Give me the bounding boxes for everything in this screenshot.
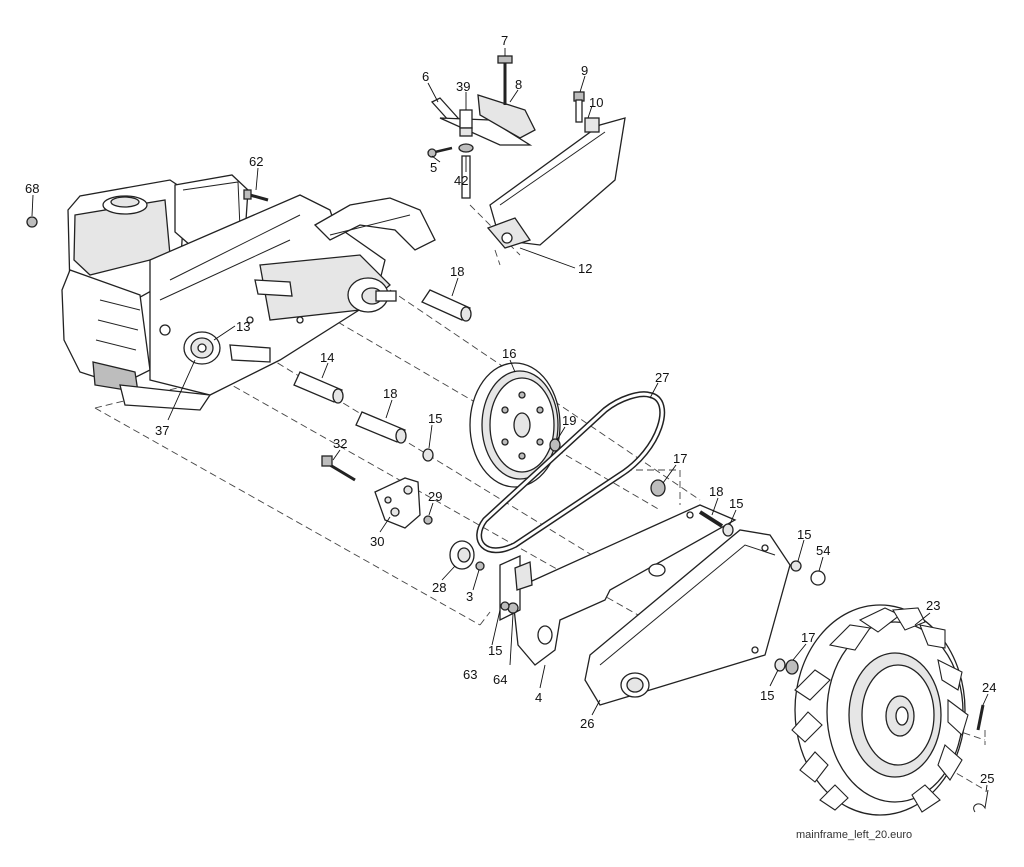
- callout-26: 26: [580, 716, 594, 731]
- callout-62: 62: [249, 154, 263, 169]
- callout-14: 14: [320, 350, 334, 365]
- washer-15-d: [790, 560, 802, 572]
- callout-4: 4: [535, 690, 542, 705]
- bolt-62: [243, 189, 269, 202]
- pin-24: [976, 704, 985, 731]
- callout-7: 7: [501, 33, 508, 48]
- callout-8: 8: [515, 77, 522, 92]
- callout-29: 29: [428, 489, 442, 504]
- callout-18-c: 18: [709, 484, 723, 499]
- washer-15-a: [422, 448, 434, 462]
- callout-37: 37: [155, 423, 169, 438]
- washer-15-b: [500, 601, 510, 611]
- idler-bolt-32: [321, 455, 356, 482]
- callout-30: 30: [370, 534, 384, 549]
- callout-16: 16: [502, 346, 516, 361]
- callout-18-a: 18: [450, 264, 464, 279]
- shaft-18-upper: [421, 289, 472, 322]
- callout-68: 68: [25, 181, 39, 196]
- pin-18-lower: [698, 510, 724, 528]
- callout-24: 24: [982, 680, 996, 695]
- callout-labels: 7 6 39 8 9 10 5 42 62 68 12 18 13 16 14 …: [25, 33, 996, 786]
- callout-63: 63: [463, 667, 477, 682]
- callout-15-d: 15: [488, 643, 502, 658]
- callout-15-b: 15: [729, 496, 743, 511]
- depth-bar-bracket: [427, 55, 536, 199]
- nut-17-b: [785, 659, 799, 675]
- callout-17-a: 17: [673, 451, 687, 466]
- belt-guard-plate-4: [511, 504, 737, 666]
- callout-10: 10: [589, 95, 603, 110]
- idler-arm-30: [374, 477, 421, 529]
- callout-17-b: 17: [801, 630, 815, 645]
- nut-29: [423, 515, 433, 525]
- callout-32: 32: [333, 436, 347, 451]
- callout-25: 25: [980, 771, 994, 786]
- washer-15-c: [722, 523, 734, 537]
- nut-68: [26, 216, 38, 228]
- shaft-14: [293, 371, 344, 404]
- shaft-18-middle: [355, 411, 407, 444]
- callout-28: 28: [432, 580, 446, 595]
- idler-pulley-28: [449, 540, 475, 570]
- tire-wheel-23: [791, 604, 969, 816]
- callout-54: 54: [816, 543, 830, 558]
- callout-18-b: 18: [383, 386, 397, 401]
- bolt-64: [507, 602, 519, 614]
- callout-39: 39: [456, 79, 470, 94]
- callout-42: 42: [454, 173, 468, 188]
- cap-54: [810, 570, 826, 586]
- callout-23: 23: [926, 598, 940, 613]
- callout-15-e: 15: [760, 688, 774, 703]
- nut-3: [475, 561, 485, 571]
- callout-27: 27: [655, 370, 669, 385]
- callout-15-a: 15: [428, 411, 442, 426]
- callout-64: 64: [493, 672, 507, 687]
- washer-15-e: [774, 658, 786, 672]
- engine-pulley: [183, 331, 221, 365]
- clip-25: [973, 789, 989, 813]
- tine-shield: [486, 91, 626, 249]
- drive-belt: [476, 391, 666, 554]
- callout-13: 13: [236, 319, 250, 334]
- callout-12: 12: [578, 261, 592, 276]
- callout-5: 5: [430, 160, 437, 175]
- callout-3: 3: [466, 589, 473, 604]
- chain-case-26: [584, 529, 791, 706]
- callout-9: 9: [581, 63, 588, 78]
- callout-19: 19: [562, 413, 576, 428]
- wheel-pulley: [469, 362, 561, 488]
- washer-19: [549, 438, 561, 452]
- callout-6: 6: [422, 69, 429, 84]
- nut-17-a: [650, 479, 666, 497]
- leader-lines: [31, 48, 989, 793]
- file-name-label: mainframe_left_20.euro: [796, 829, 912, 841]
- callout-15-c: 15: [797, 527, 811, 542]
